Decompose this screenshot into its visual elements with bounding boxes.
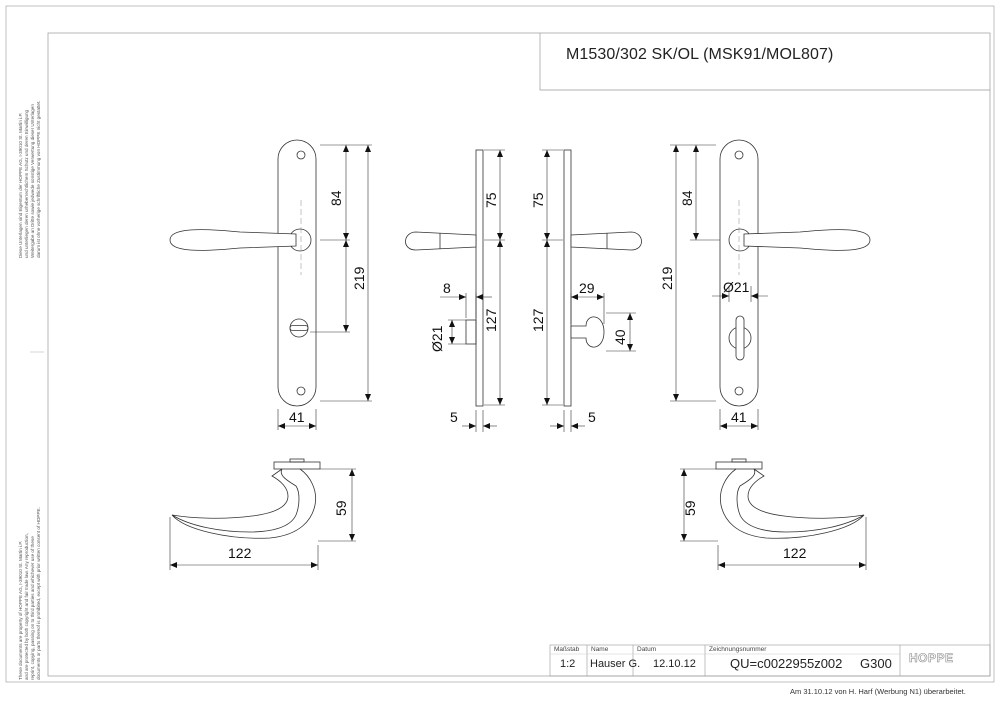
right-backplate	[719, 139, 759, 407]
right-front-view	[719, 139, 871, 407]
dim-side-left-upper: 75	[483, 192, 499, 208]
dim-side-left-lower: 127	[483, 308, 499, 332]
title-box	[539, 33, 990, 91]
copyright-line: darum ist ohne vorherige schriftliche Zu…	[36, 100, 41, 258]
dim-side-left-thumb-offset: 8	[443, 280, 451, 296]
date-label: Datum	[637, 646, 657, 653]
dim-left-plate-total: 219	[351, 266, 367, 290]
hoppe-logo: HOPPE	[909, 651, 954, 666]
outer-frame	[5, 5, 995, 683]
side-left-thumb	[465, 319, 477, 345]
dim-side-right-knob-height: 40	[612, 329, 628, 345]
side-view-right	[563, 149, 642, 407]
dim-side-left-rose-diameter: Ø21	[429, 325, 445, 352]
dim-side-right-lower: 127	[530, 308, 546, 332]
left-front-view	[169, 139, 317, 407]
left-backplate	[277, 139, 317, 407]
right-screw-bottom	[734, 386, 744, 396]
scale-value: 1:2	[560, 658, 576, 670]
dim-left-plate-upper: 84	[328, 190, 344, 206]
right-top-rose	[715, 461, 763, 470]
dim-side-right-knob-offset: 29	[579, 280, 595, 296]
side-left-plate	[475, 149, 484, 407]
revision-note: Am 31.10.12 von H. Harf (Werbung N1) übe…	[790, 687, 966, 696]
dim-right-plate-width: 41	[731, 409, 747, 425]
dim-right-rose-diameter: Ø21	[723, 279, 750, 295]
right-top-dimension-lines	[680, 468, 867, 570]
right-lever	[743, 229, 871, 251]
dim-left-plate-width: 41	[289, 409, 305, 425]
drawing-frame	[47, 32, 991, 677]
right-top-view	[715, 458, 865, 539]
left-lever	[169, 229, 297, 251]
left-top-view	[171, 458, 321, 539]
dim-right-plate-total: 219	[659, 266, 675, 290]
name-label: Name	[591, 646, 609, 653]
dim-left-top-length: 122	[228, 545, 252, 561]
scale-label: Maßstab	[554, 646, 580, 653]
left-screw-bottom	[296, 386, 306, 396]
date-value: 12.10.12	[653, 658, 696, 670]
copyright-line: documents or parts thereof is prohibited…	[36, 507, 41, 680]
title-block-grid	[549, 644, 991, 677]
side-view-left	[405, 149, 484, 407]
dim-right-top-height: 59	[682, 500, 698, 516]
side-left-dimension-lines	[440, 149, 505, 432]
left-top-rose	[273, 461, 321, 470]
dim-side-left-thickness: 5	[450, 409, 458, 425]
drawing-title: M1530/302 SK/OL (MSK91/MOL807)	[566, 46, 834, 63]
side-right-lever	[570, 231, 642, 251]
drawing-number-label: Zeichnungsnummer	[709, 646, 767, 653]
left-screw-top	[296, 150, 306, 160]
left-thumbturn	[289, 318, 309, 338]
dim-side-right-thickness: 5	[588, 409, 596, 425]
drawing-number: QU=c0022955z002	[730, 656, 843, 671]
side-right-knob	[570, 316, 605, 348]
left-dimension-lines	[277, 144, 372, 430]
side-right-dimension-lines	[542, 149, 636, 432]
side-left-lever	[405, 231, 477, 251]
right-top-lever	[736, 468, 865, 533]
dim-left-top-height: 59	[333, 500, 349, 516]
dim-side-right-upper: 75	[530, 192, 546, 208]
dim-right-top-length: 122	[783, 545, 807, 561]
copyright-note-german: Diese Unterlagen sind Eigentum der HOPPE…	[18, 100, 42, 258]
name-value: Hauser G.	[590, 658, 641, 670]
copyright-note-english: These documents are property of HOPPE AG…	[18, 507, 42, 680]
right-dimension-lines	[670, 144, 768, 430]
sheet-code: G300	[860, 656, 892, 671]
side-right-plate	[563, 149, 572, 407]
left-top-lever	[171, 468, 300, 533]
right-screw-top	[734, 150, 744, 160]
right-indicator	[728, 315, 752, 361]
dim-right-plate-upper: 84	[679, 190, 695, 206]
left-top-dimension-lines	[169, 468, 356, 570]
